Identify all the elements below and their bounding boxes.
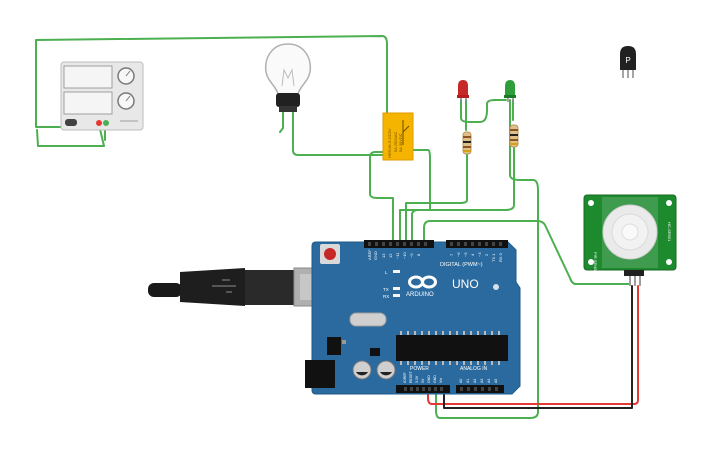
pin-10-label: ~10 [402,251,407,259]
pin-2-label: 2 [484,253,489,256]
light-bulb-icon[interactable] [264,43,312,112]
wire-green-to-gnd[interactable] [435,99,539,419]
pin-ioref-label: IOREF [403,372,407,383]
rx-label: RX [383,294,389,299]
pir-sensor[interactable]: PIR SENSOR HC-SR501 [583,194,677,286]
power-supply-icon[interactable] [60,61,144,131]
pin-vin-label: Vin [439,378,443,383]
wire-supply-top-loop[interactable] [34,35,388,128]
pin-12-label: 12 [388,253,393,258]
pin-a0-label: A0 [459,379,463,383]
pin-5-label: ~5 [463,252,468,257]
wire-pir-vcc[interactable] [427,285,639,405]
relay-text-2: 5A 250VAC [393,132,398,152]
power-pin-row [404,387,498,391]
wire-red-led-cathode[interactable] [460,99,507,123]
relay-module[interactable]: HRS4H-S-DC5V 5A 250VAC 5A 30VDC [382,112,414,161]
pin-11-label: ~11 [395,252,400,259]
transistor-label: P [625,56,630,65]
pin-a1-label: A1 [466,379,470,383]
pin-a3-label: A3 [480,379,484,383]
transistor-icon[interactable]: P [620,46,636,78]
pin-rx0-label: RX 0 [498,252,503,262]
resistor-red-led[interactable] [462,131,472,155]
relay-text-3: 5A 30VDC [398,133,403,152]
pin-8-label: 8 [416,253,421,256]
red-led[interactable] [457,80,469,102]
wire-relay-to-d13[interactable] [369,151,394,243]
pin-a4-label: A4 [487,379,491,383]
digital-pin-row [368,242,502,246]
pin-3-label: ~3 [477,252,482,257]
l-label: L [385,270,388,275]
pin-5v-label: 5V [421,378,425,383]
pin-13-label: 13 [381,253,386,258]
arduino-brand: ARDUINO [406,292,434,298]
pir-side-right: HC-SR501 [667,222,672,242]
pin-gnd1-label: GND [427,375,431,383]
green-led[interactable] [504,80,516,102]
arduino-uno-board[interactable]: AREF GND DIGITAL (PWM~) 13 12 ~11 ~10 ~9… [305,240,521,395]
wire-supply-to-relay-bottom[interactable] [36,124,105,147]
pir-side-left: PIR SENSOR [593,252,598,277]
relay-text-1: HRS4H-S-DC5V [387,128,392,158]
tx-label: TX [383,287,389,292]
wire-relay-to-d12[interactable] [399,149,431,243]
power-label: POWER [410,366,429,372]
resistor-green-led[interactable] [509,124,519,148]
wire-green-led-to-d10[interactable] [411,147,515,243]
pin-7-label: 7 [449,253,454,256]
pin-gnd2-label: GND [433,375,437,383]
gnd-label: GND [373,251,378,260]
pin-a2-label: A2 [473,379,477,383]
digital-label: DIGITAL (PWM~) [440,262,483,268]
wire-red-led-to-d11[interactable] [405,154,468,243]
wire-bulb-to-relay[interactable] [292,111,386,156]
wire-bulb-left[interactable] [279,111,284,133]
analog-label: ANALOG IN [460,366,488,372]
chip-pins [400,331,500,365]
wires [34,35,639,419]
pin-tx1-label: TX 1 [491,253,496,262]
pin-3v3-label: 3.3V [415,375,419,383]
wire-pir-signal-to-d8[interactable] [423,220,631,285]
pin-a5-label: A5 [494,379,498,383]
aref-label: AREF [367,249,372,260]
wire-pir-gnd[interactable] [443,285,633,409]
pin-4-label: 4 [470,253,475,256]
arduino-model: UNO [452,277,479,291]
pin-reset-label: RESET [409,370,413,383]
pin-9-label: ~9 [409,253,414,258]
arduino-logo-icon [408,275,437,289]
pin-6-label: ~6 [456,252,461,257]
